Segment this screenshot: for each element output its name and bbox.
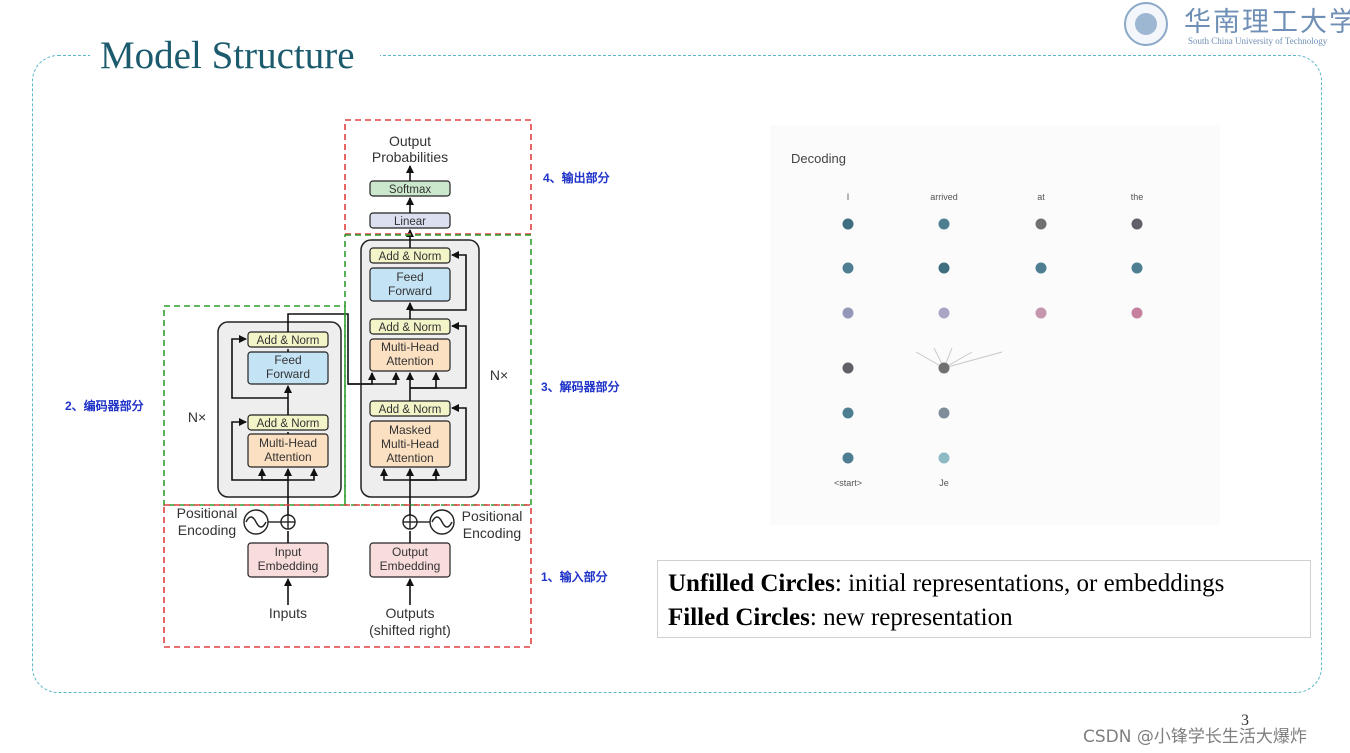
svg-text:Add & Norm: Add & Norm (257, 335, 320, 347)
node-at-layer6 (1035, 218, 1047, 230)
svg-text:Attention: Attention (386, 354, 433, 368)
svg-text:Add & Norm: Add & Norm (257, 418, 320, 430)
svg-text:Forward: Forward (266, 367, 310, 381)
decoder-add-norm-top: Add & Norm (369, 247, 451, 264)
node-i-layer4 (842, 307, 854, 319)
decoder-masked-attention: Masked Multi-Head Attention (369, 420, 451, 468)
encoder-positional-label-1: Positional (177, 505, 238, 521)
node-i-layer5 (842, 262, 854, 274)
encoder-feed-forward: Feed Forward (247, 351, 329, 385)
svg-text:Add & Norm: Add & Norm (379, 251, 442, 263)
token-at: at (1037, 192, 1045, 202)
slide-frame (32, 55, 1322, 693)
node-arrived-layer4 (938, 307, 950, 319)
node-arrived-layer6 (938, 218, 950, 230)
decoder-multi-head-attention: Multi-Head Attention (369, 338, 451, 372)
node-i-layer6 (842, 218, 854, 230)
decoder-feed-forward: Feed Forward (369, 267, 451, 302)
svg-text:Attention: Attention (386, 451, 433, 465)
token-je: Je (939, 478, 949, 488)
svg-text:Add & Norm: Add & Norm (379, 322, 442, 334)
svg-text:Multi-Head: Multi-Head (259, 436, 317, 450)
logo-english-name: South China University of Technology (1188, 36, 1328, 46)
caption-line-filled: Filled Circles: new representation (668, 601, 1310, 635)
legend-caption-box: Unfilled Circles: initial representation… (657, 560, 1311, 638)
node-start-layer1 (842, 452, 854, 464)
caption-unfilled-text: : initial representations, or embeddings (834, 570, 1225, 597)
csdn-watermark: CSDN @小锋学长生活大爆炸 (1083, 727, 1307, 747)
svg-text:Softmax: Softmax (389, 184, 431, 196)
token-the: the (1131, 192, 1144, 202)
svg-text:Embedding: Embedding (258, 559, 319, 573)
svg-text:Masked: Masked (389, 423, 431, 437)
input-section-box (163, 504, 532, 648)
attention-lines (915, 347, 1003, 369)
token-i: I (847, 192, 850, 202)
inputs-label: Inputs (269, 605, 307, 621)
linear-layer: Linear (369, 212, 451, 229)
decoder-positional-encoding (402, 509, 455, 535)
svg-text:Feed: Feed (274, 353, 301, 367)
svg-text:Embedding: Embedding (380, 559, 441, 573)
token-start: <start> (834, 478, 862, 488)
decoding-title: Decoding (791, 151, 846, 166)
output-embedding: Output Embedding (369, 542, 451, 578)
university-logo: 华南理工大学 South China University of Technol… (1118, 0, 1350, 50)
outputs-shifted-label: (shifted right) (369, 622, 451, 638)
caption-line-unfilled: Unfilled Circles: initial representation… (668, 567, 1310, 601)
data-flow-arrows (231, 165, 467, 605)
node-at-layer4 (1035, 307, 1047, 319)
encoder-nx-label: N× (188, 409, 206, 425)
encoder-add-norm-top: Add & Norm (247, 331, 329, 348)
svg-text:Multi-Head: Multi-Head (381, 340, 439, 354)
svg-text:Attention: Attention (264, 450, 311, 464)
logo-chinese-name: 华南理工大学 (1184, 7, 1350, 38)
decoder-section-box (344, 234, 532, 506)
page-number: 3 (1241, 712, 1249, 729)
caption-unfilled-label: Unfilled Circles (668, 570, 835, 597)
input-embedding: Input Embedding (247, 542, 329, 578)
svg-text:Input: Input (275, 545, 302, 559)
node-start-layer2 (842, 407, 854, 419)
node-at-layer5 (1035, 262, 1047, 274)
decoder-part-annotation: 3、解码器部分 (541, 379, 620, 394)
node-je-layer3 (938, 362, 950, 374)
decoder-add-norm-bottom: Add & Norm (369, 400, 451, 417)
outputs-label: Outputs (385, 605, 434, 621)
decoder-add-norm-middle: Add & Norm (369, 318, 451, 335)
token-arrived: arrived (930, 192, 958, 202)
node-the-layer6 (1131, 218, 1143, 230)
encoder-add-norm-bottom: Add & Norm (247, 414, 329, 431)
decoder-positional-label-1: Positional (462, 508, 523, 524)
input-part-annotation: 1、输入部分 (541, 569, 608, 584)
decoder-nx-label: N× (490, 367, 508, 383)
node-je-layer1 (938, 452, 950, 464)
node-the-layer5 (1131, 262, 1143, 274)
title-background (90, 36, 380, 82)
caption-filled-text: : new representation (809, 604, 1013, 631)
output-probabilities-label-1: Output (389, 133, 431, 149)
svg-text:Forward: Forward (388, 284, 432, 298)
svg-text:Add & Norm: Add & Norm (379, 404, 442, 416)
encoder-positional-label-2: Encoding (178, 522, 236, 538)
output-section-box (344, 119, 532, 235)
node-the-layer4 (1131, 307, 1143, 319)
node-je-layer2 (938, 407, 950, 419)
university-seal-icon (1124, 2, 1168, 46)
svg-text:Linear: Linear (394, 216, 426, 228)
svg-text:Output: Output (392, 545, 429, 559)
encoder-positional-encoding (243, 509, 296, 535)
slide-title: Model Structure (100, 34, 355, 77)
caption-filled-label: Filled Circles (668, 604, 810, 631)
svg-text:Multi-Head: Multi-Head (381, 437, 439, 451)
node-arrived-layer5 (938, 262, 950, 274)
svg-text:Feed: Feed (396, 270, 423, 284)
node-start-layer3 (842, 362, 854, 374)
encoder-part-annotation: 2、编码器部分 (65, 398, 144, 413)
output-part-annotation: 4、输出部分 (543, 170, 610, 185)
decoder-positional-label-2: Encoding (463, 525, 521, 541)
output-probabilities-label-2: Probabilities (372, 149, 448, 165)
